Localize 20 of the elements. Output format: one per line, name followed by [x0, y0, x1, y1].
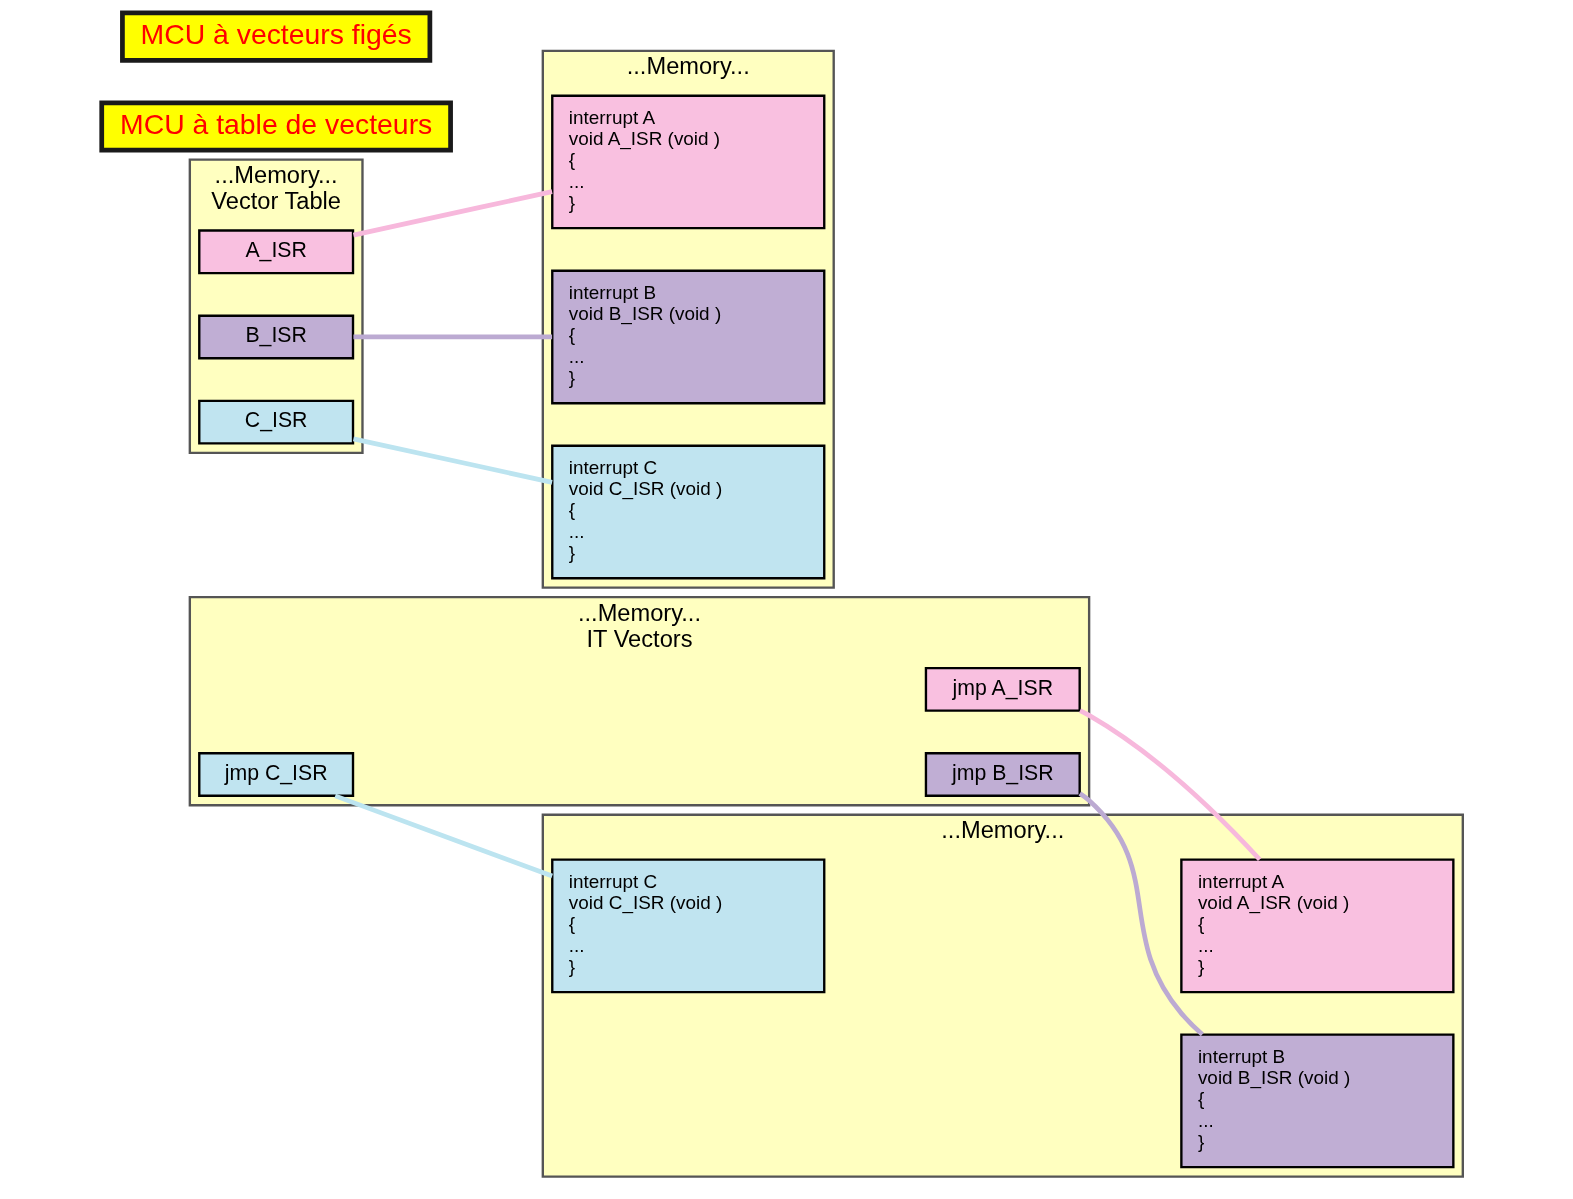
connector — [333, 793, 553, 879]
node-box: jmp B_ISR — [924, 752, 1081, 797]
node-box: interrupt A void A_ISR (void ) { ... } — [1179, 858, 1455, 994]
node-box: A_ISR — [197, 229, 354, 275]
node-box: MCU à vecteurs figés — [119, 10, 432, 63]
node-box: interrupt C void C_ISR (void ) { ... } — [550, 444, 825, 580]
node-box: jmp A_ISR — [924, 666, 1081, 712]
connector — [352, 189, 553, 238]
node-box: B_ISR — [197, 314, 354, 360]
node-box: MCU à table de vecteurs — [98, 100, 453, 153]
node-box: interrupt A void A_ISR (void ) { ... } — [550, 94, 825, 230]
node-box: interrupt C void C_ISR (void ) { ... } — [550, 858, 825, 994]
connector — [352, 334, 552, 340]
node-box: interrupt B void B_ISR (void ) { ... } — [550, 269, 825, 405]
node-box: jmp C_ISR — [197, 752, 354, 797]
node-box: C_ISR — [197, 399, 354, 445]
node-box: interrupt B void B_ISR (void ) { ... } — [1179, 1033, 1455, 1169]
connector — [1078, 708, 1261, 862]
connector — [352, 436, 553, 485]
connector — [1078, 791, 1204, 1037]
